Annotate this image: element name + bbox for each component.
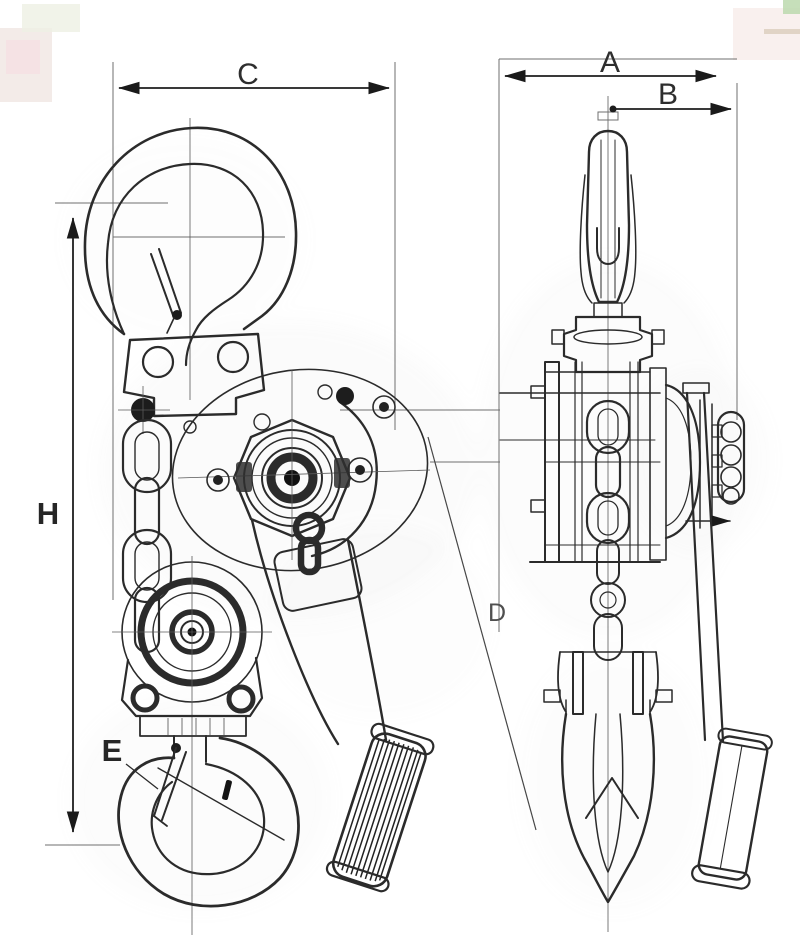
grip-hatching	[337, 738, 422, 882]
front-suspension-bracket	[118, 332, 271, 434]
dimension-a-label: A	[600, 46, 620, 79]
side-chain	[585, 399, 631, 661]
dimension-c-label: C	[237, 58, 259, 91]
construction-lines	[45, 58, 738, 846]
dimension-b-label: B	[658, 78, 678, 111]
side-view	[499, 96, 773, 932]
clutch-pad-right	[334, 458, 350, 488]
scan-artifact-top-right	[733, 0, 800, 60]
front-hand-lever	[250, 518, 435, 893]
ratchet-cover-plate	[273, 538, 363, 612]
dimension-c: C	[118, 58, 390, 95]
dimension-e-label: E	[102, 733, 123, 768]
front-bottom-hook	[117, 735, 300, 908]
side-hand-lever	[682, 382, 773, 890]
dimension-b: B	[609, 78, 732, 116]
cover-bolts	[206, 384, 396, 492]
scan-artifact-top-left	[0, 4, 80, 102]
side-gear-cover	[649, 367, 746, 561]
side-lever-grip	[691, 727, 773, 890]
keyhole-slot	[292, 511, 326, 576]
dimension-h: H	[37, 217, 80, 833]
front-lower-sheave	[112, 556, 272, 935]
side-top-hook	[579, 111, 637, 318]
front-lever-grip	[325, 722, 435, 893]
latch-stop	[222, 779, 232, 801]
lever-travel-reference-line	[427, 436, 537, 831]
side-selector-knob	[716, 410, 746, 505]
clutch-pad-left	[236, 462, 252, 492]
dimension-h-label: H	[37, 496, 59, 531]
dimension-d-label: D	[488, 599, 506, 627]
paper-texture	[70, 260, 770, 910]
front-view	[83, 118, 435, 935]
dimension-e: E	[102, 733, 159, 790]
side-bottom-hook	[543, 651, 673, 904]
dimensions: C A B H E D	[37, 46, 732, 833]
front-top-hook	[83, 118, 298, 400]
front-gear-housing	[171, 368, 431, 612]
dimension-d: D	[488, 599, 506, 627]
side-body-plates	[499, 361, 661, 563]
dimension-a: A	[504, 46, 717, 83]
